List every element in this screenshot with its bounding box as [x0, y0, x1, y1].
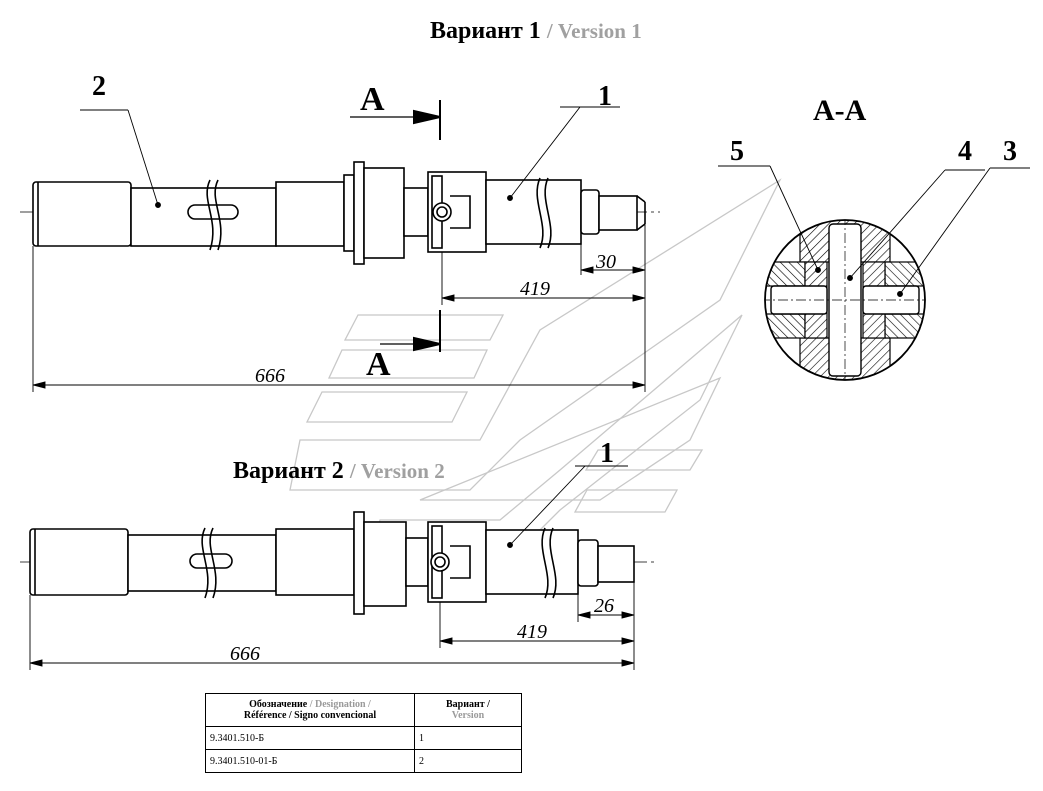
callout-4: 4	[958, 136, 972, 167]
variant1-shaft-assembly	[20, 161, 660, 265]
variant2-shaft-assembly	[20, 511, 655, 615]
designation-header-en: / Designation /	[309, 699, 371, 710]
drawing-labels: Вариант 1 / Version 1 Вариант 2 / Versio…	[92, 18, 1017, 665]
table-header-row: Обозначение / Designation / Référence / …	[205, 693, 522, 727]
callout-1-v1: 1	[598, 81, 612, 112]
dim-v2-distance: 419	[517, 621, 547, 643]
designation-cell: 9.3401.510-01-Б	[205, 749, 415, 773]
dim-v1-overall: 666	[255, 365, 285, 387]
callout-2: 2	[92, 71, 106, 102]
section-marker-bottom: А	[366, 346, 391, 383]
dim-v2-overall: 666	[230, 643, 260, 665]
variant2-title-en: / Version 2	[349, 459, 445, 483]
svg-text:Вариант 2 / Version 2: Вариант 2 / Version 2	[233, 458, 445, 484]
section-leaders	[718, 165, 1030, 297]
dim-v2-end: 26	[594, 595, 614, 617]
designation-cell: 9.3401.510-Б	[205, 726, 415, 750]
section-cut-marker	[350, 100, 441, 352]
variant2-dimensions	[29, 582, 635, 670]
callout-1-v2: 1	[600, 438, 614, 469]
table-row: 9.3401.510-Б 1	[205, 726, 522, 750]
variant-header: Вариант / Version	[414, 693, 522, 727]
variant-cell: 2	[414, 749, 522, 773]
callout-3: 3	[1003, 136, 1017, 167]
dim-v1-distance: 419	[520, 278, 550, 300]
svg-text:Вариант 1 / Version 1: Вариант 1 / Version 1	[430, 18, 642, 44]
table-row: 9.3401.510-01-Б 2	[205, 749, 522, 773]
variant-cell: 1	[414, 726, 522, 750]
designation-header-line2: Référence / Signo convencional	[243, 710, 377, 721]
designation-table: Обозначение / Designation / Référence / …	[205, 693, 522, 773]
variant2-title: Вариант 2	[233, 458, 344, 484]
callout-5: 5	[730, 136, 744, 167]
variant-header-ru: Вариант /	[446, 699, 490, 710]
designation-header: Обозначение / Designation / Référence / …	[205, 693, 415, 727]
variant1-title-en: / Version 1	[546, 19, 642, 43]
section-view-aa	[764, 219, 926, 381]
variant1-title: Вариант 1	[430, 18, 541, 44]
designation-header-ru: Обозначение	[249, 699, 308, 710]
section-marker-top: А	[360, 81, 385, 118]
variant1-leaders	[80, 106, 620, 208]
variant2-leaders	[507, 465, 628, 548]
variant-header-en: Version	[451, 710, 485, 721]
dim-v1-end: 30	[595, 251, 616, 273]
section-title: А-А	[813, 94, 867, 127]
variant1-dimensions	[32, 224, 646, 392]
